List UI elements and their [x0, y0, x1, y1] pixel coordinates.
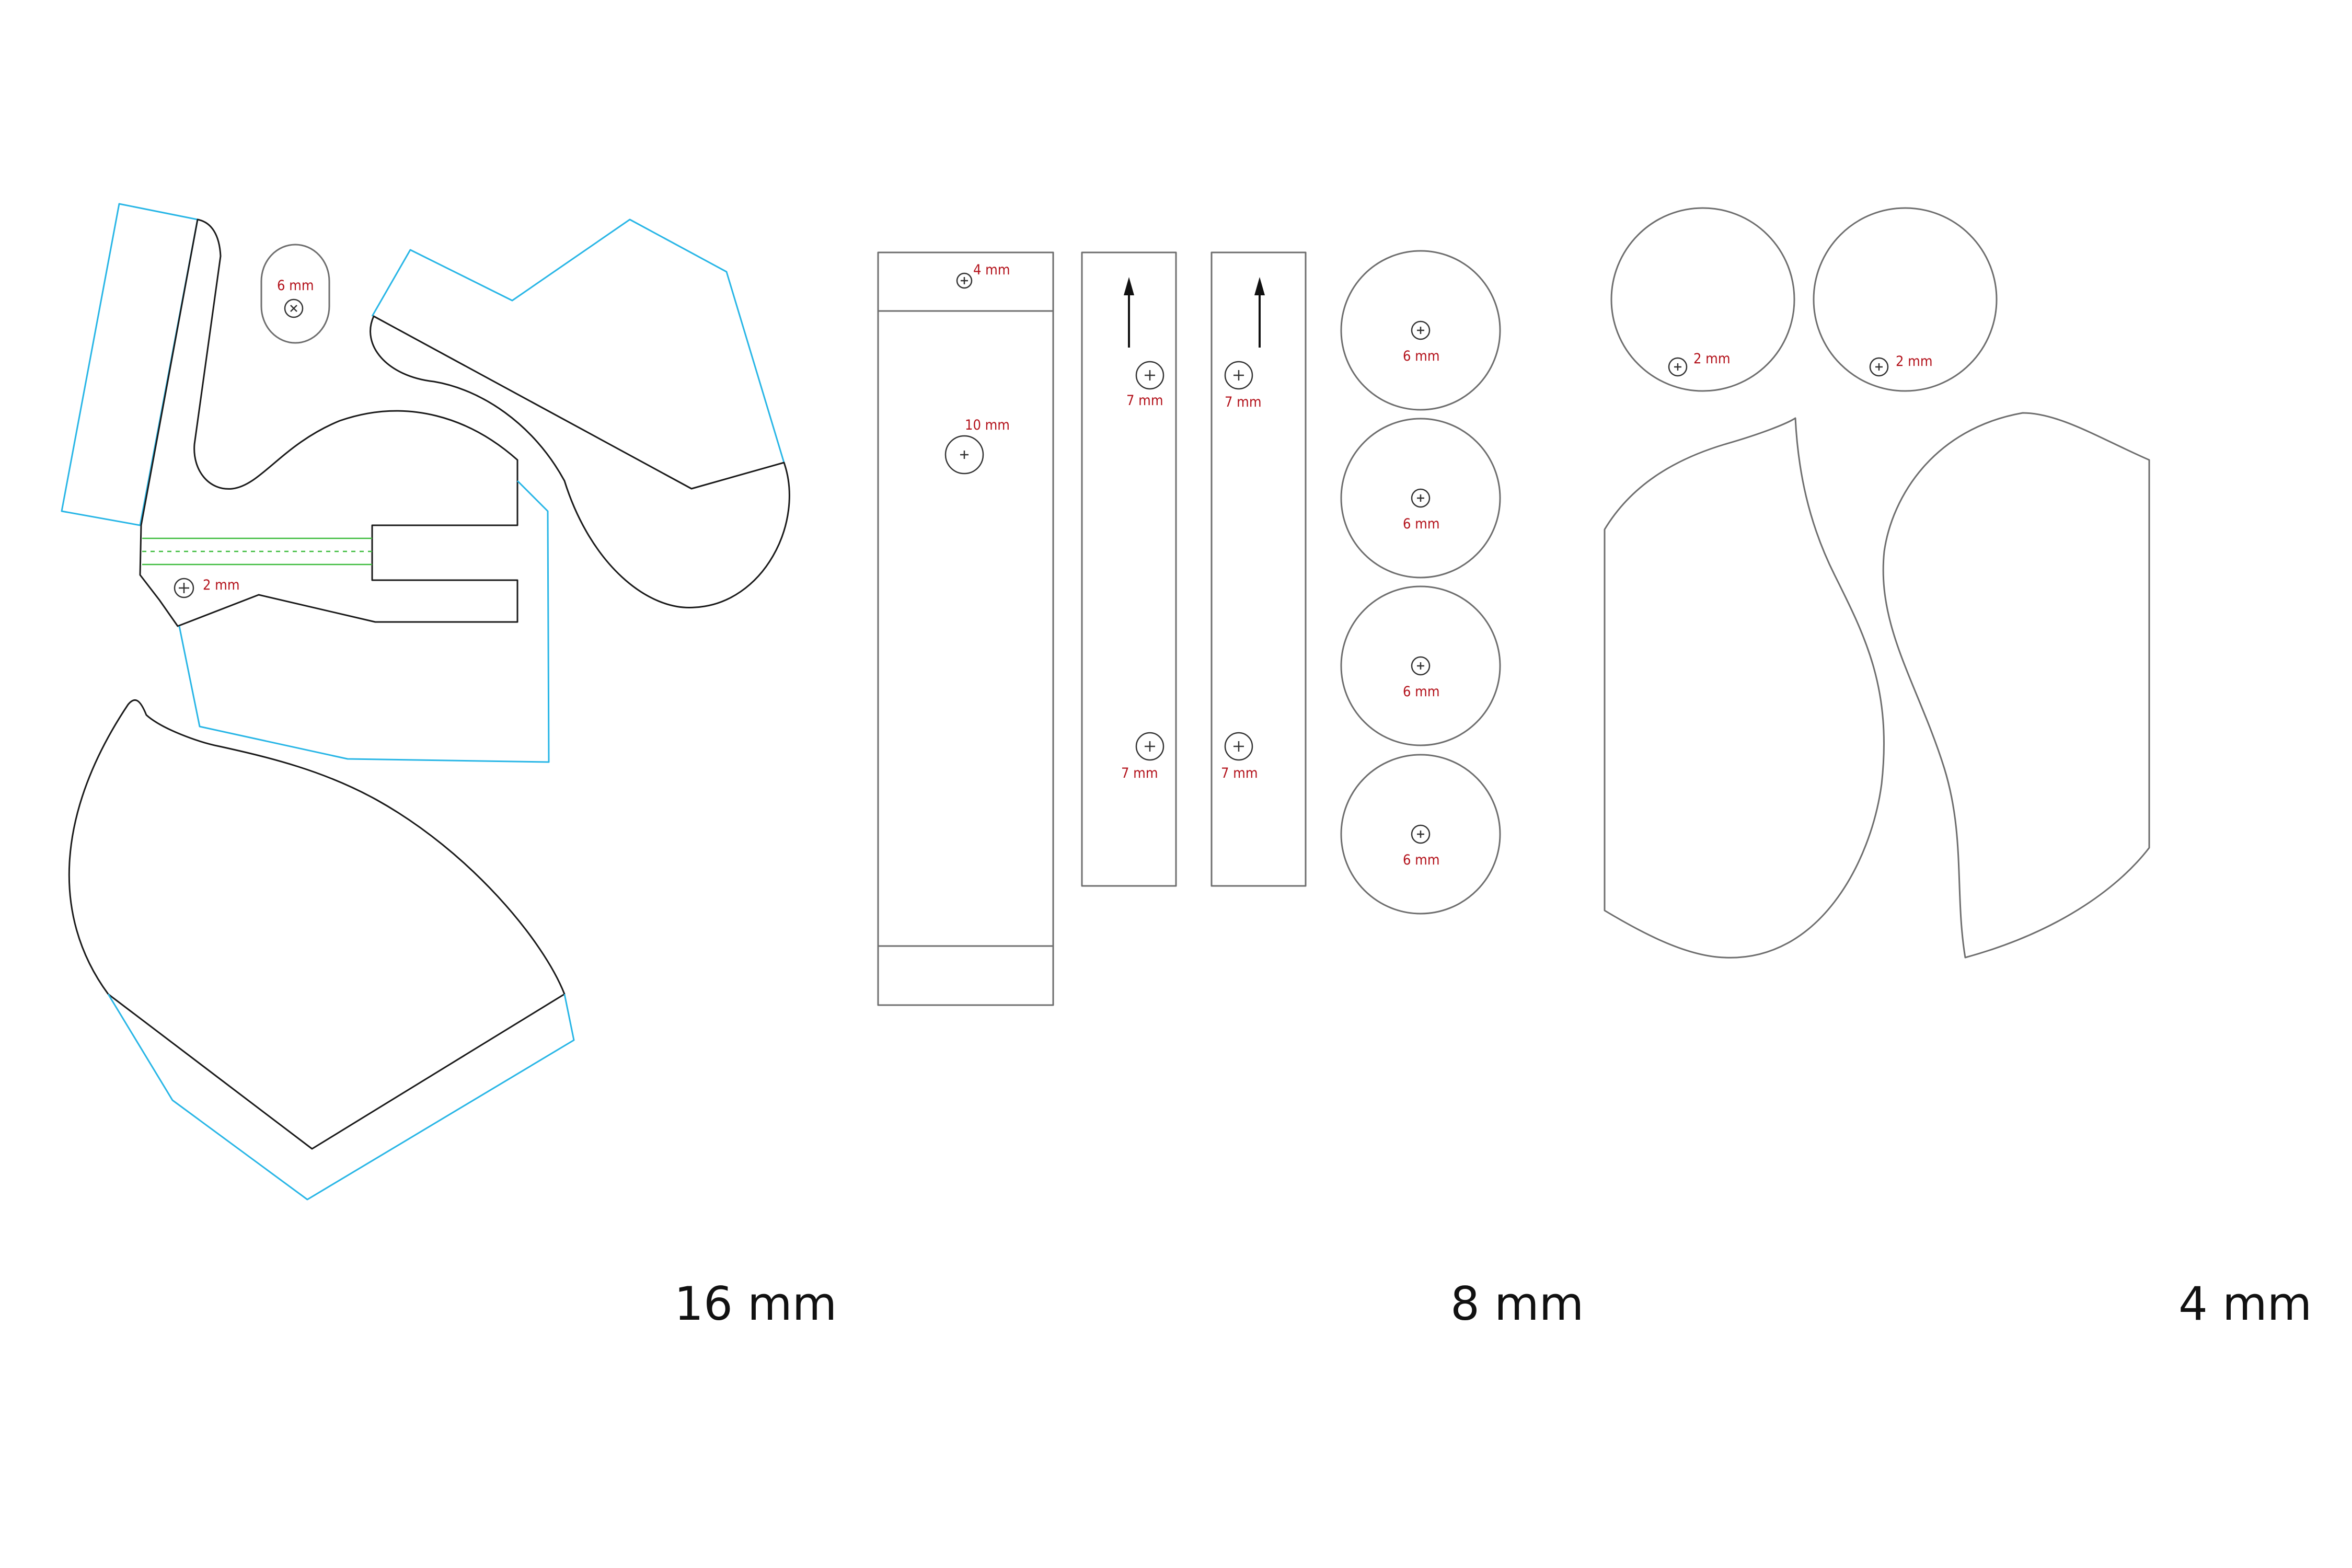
offset-outline-left-plate — [61, 203, 199, 526]
hole-6mm-capsule — [284, 298, 304, 318]
arm-piece — [370, 315, 790, 608]
disc-2-hole — [1411, 488, 1431, 508]
strip-1 — [1081, 251, 1177, 887]
hole-2mm-bracket — [174, 578, 194, 598]
hole-label-10mm: 10 mm — [965, 417, 1010, 433]
hole-7mm-strip2-top — [1224, 361, 1253, 390]
hole-10mm-tall-plate — [944, 435, 984, 475]
sail-piece — [68, 699, 566, 1150]
capsule-piece — [260, 244, 330, 344]
hole-7mm-strip2-bottom — [1224, 732, 1253, 761]
strip-2 — [1210, 251, 1307, 887]
offset-outline-sail — [107, 994, 575, 1201]
hole-label-2mm-washer-2: 2 mm — [1896, 353, 1933, 370]
shell-piece-left — [1604, 417, 1885, 959]
disc-1-hole — [1411, 320, 1431, 340]
offset-outline-arm — [371, 218, 785, 463]
disc-3-hole — [1411, 656, 1431, 676]
disc-1 — [1340, 250, 1501, 411]
disc-2 — [1340, 418, 1501, 579]
hole-label-7mm-strip1-top: 7 mm — [1126, 393, 1163, 409]
thickness-label-8mm: 8 mm — [1450, 1277, 1584, 1331]
hole-label-6mm-disc-4: 6 mm — [1403, 852, 1440, 868]
washer-disc-1 — [1610, 207, 1795, 392]
hole-label-4mm: 4 mm — [973, 262, 1010, 278]
hole-label-6mm-disc-1: 6 mm — [1403, 348, 1440, 364]
hole-label-6mm-capsule: 6 mm — [277, 278, 314, 294]
washer-disc-2 — [1813, 207, 1998, 392]
hole-label-6mm-disc-3: 6 mm — [1403, 684, 1440, 700]
hole-7mm-strip1-top — [1135, 361, 1165, 390]
hole-label-7mm-strip1-bottom: 7 mm — [1121, 765, 1158, 781]
tall-plate — [877, 251, 1054, 1006]
hole-label-7mm-strip2-top: 7 mm — [1225, 394, 1262, 410]
hole-label-2mm-washer-1: 2 mm — [1693, 351, 1731, 367]
thickness-label-4mm: 4 mm — [2178, 1277, 2312, 1331]
disc-4-hole — [1411, 824, 1431, 844]
hole-7mm-strip1-bottom — [1135, 732, 1165, 761]
hole-label-2mm-bracket: 2 mm — [203, 577, 240, 593]
disc-4 — [1340, 754, 1501, 915]
disc-3 — [1340, 585, 1501, 746]
bracket-piece — [139, 218, 518, 627]
hole-label-6mm-disc-2: 6 mm — [1403, 516, 1440, 532]
grain-arrow-2-head — [1254, 277, 1265, 295]
washer-disc-1-hole — [1668, 357, 1688, 377]
thickness-label-16mm: 16 mm — [674, 1277, 837, 1331]
shell-piece-right — [1882, 412, 2150, 959]
hole-label-7mm-strip2-bottom: 7 mm — [1221, 765, 1258, 781]
group-4mm: 2 mm 2 mm — [1604, 207, 2150, 959]
offset-outline-bracket — [178, 480, 550, 763]
washer-disc-2-hole — [1869, 357, 1889, 377]
grain-arrow-1-head — [1124, 277, 1134, 295]
group-16mm: 2 mm 6 mm — [61, 203, 790, 1201]
group-8mm: 4 mm 10 mm 7 mm 7 mm 7 mm 7 mm 6 — [877, 250, 1501, 1006]
hole-6mm-capsule-cross-b — [290, 305, 297, 312]
hole-4mm-tall-plate — [956, 272, 973, 289]
